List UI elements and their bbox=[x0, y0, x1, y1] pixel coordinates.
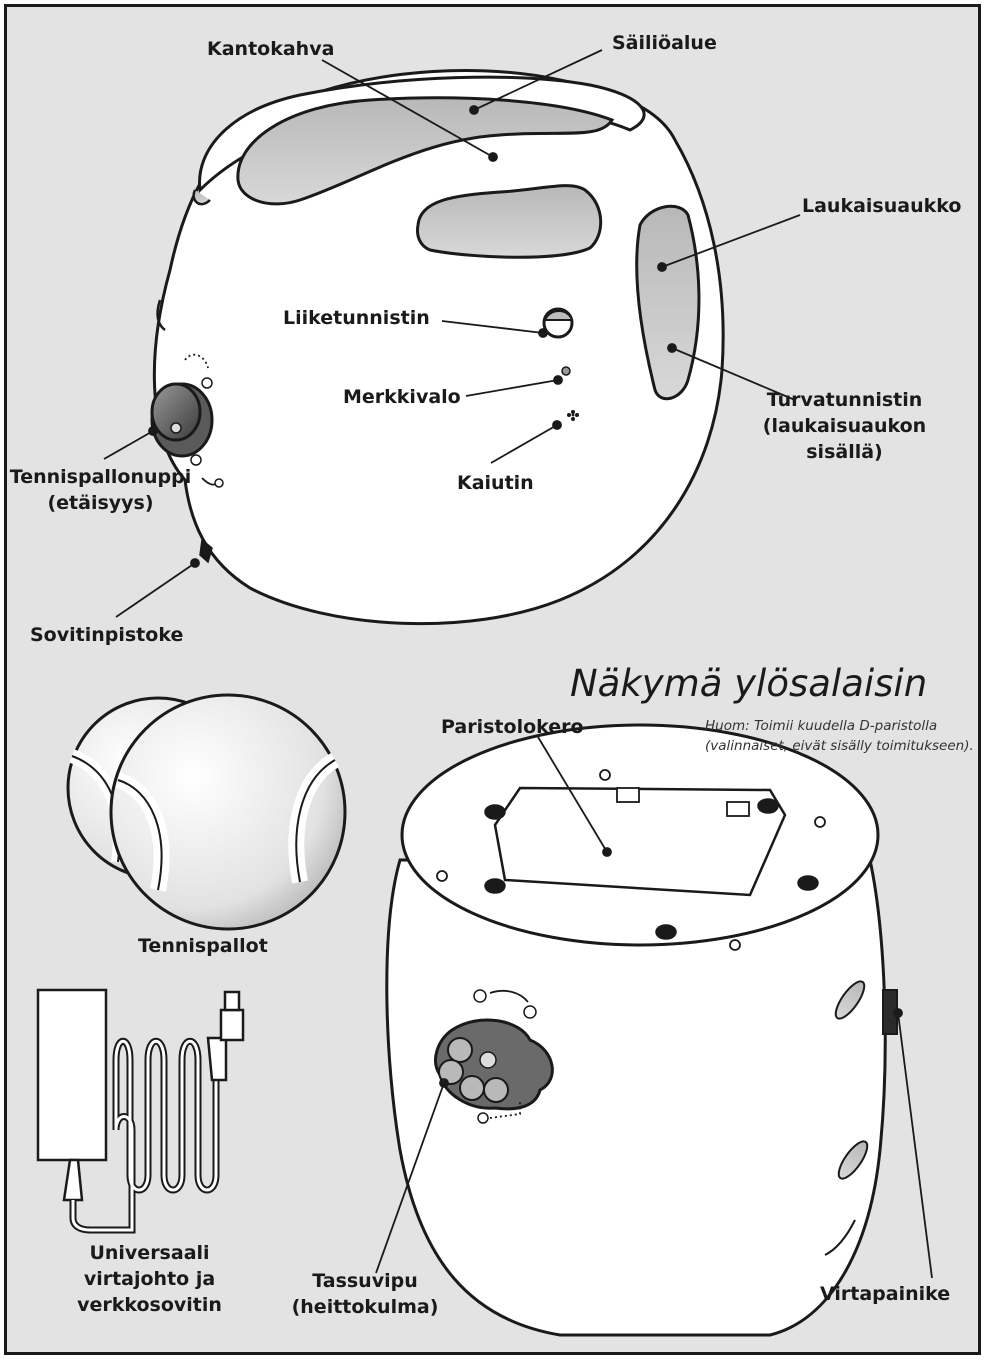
dc-plug bbox=[208, 1038, 226, 1080]
label-safety-sensor: Turvatunnistin (laukaisuaukon sisällä) bbox=[752, 387, 937, 465]
tennis-balls-illustration bbox=[68, 695, 345, 929]
launcher-top-view bbox=[152, 70, 723, 623]
power-cord-illustration bbox=[38, 990, 243, 1230]
launcher-bottom-view bbox=[387, 725, 897, 1335]
label-power-button: Virtapainike bbox=[820, 1281, 950, 1307]
label-indicator-light: Merkkivalo bbox=[343, 384, 461, 410]
distance-knob bbox=[152, 384, 212, 456]
label-speaker: Kaiutin bbox=[457, 470, 534, 496]
label-launch-opening: Laukaisuaukko bbox=[802, 193, 961, 219]
bottom-view-title: Näkymä ylösalaisin bbox=[570, 662, 927, 705]
label-paw-lever: Tassuvipu (heittokulma) bbox=[290, 1268, 440, 1320]
label-motion-sensor: Liiketunnistin bbox=[283, 305, 430, 331]
label-distance-knob: Tennispallonuppi (etäisyys) bbox=[8, 464, 193, 516]
label-adapter-jack: Sovitinpistoke bbox=[30, 622, 183, 648]
battery-note: Huom: Toimii kuudella D-paristolla (vali… bbox=[705, 716, 975, 756]
label-container-area: Säiliöalue bbox=[612, 30, 717, 56]
label-carry-handle: Kantokahva bbox=[207, 36, 334, 62]
ac-adapter bbox=[38, 990, 106, 1160]
label-power-cord: Universaali virtajohto ja verkkosovitin bbox=[62, 1240, 237, 1318]
label-battery-compartment: Paristolokero bbox=[441, 714, 584, 740]
indicator-light-dot bbox=[562, 367, 570, 375]
label-tennis-balls: Tennispallot bbox=[138, 933, 268, 959]
